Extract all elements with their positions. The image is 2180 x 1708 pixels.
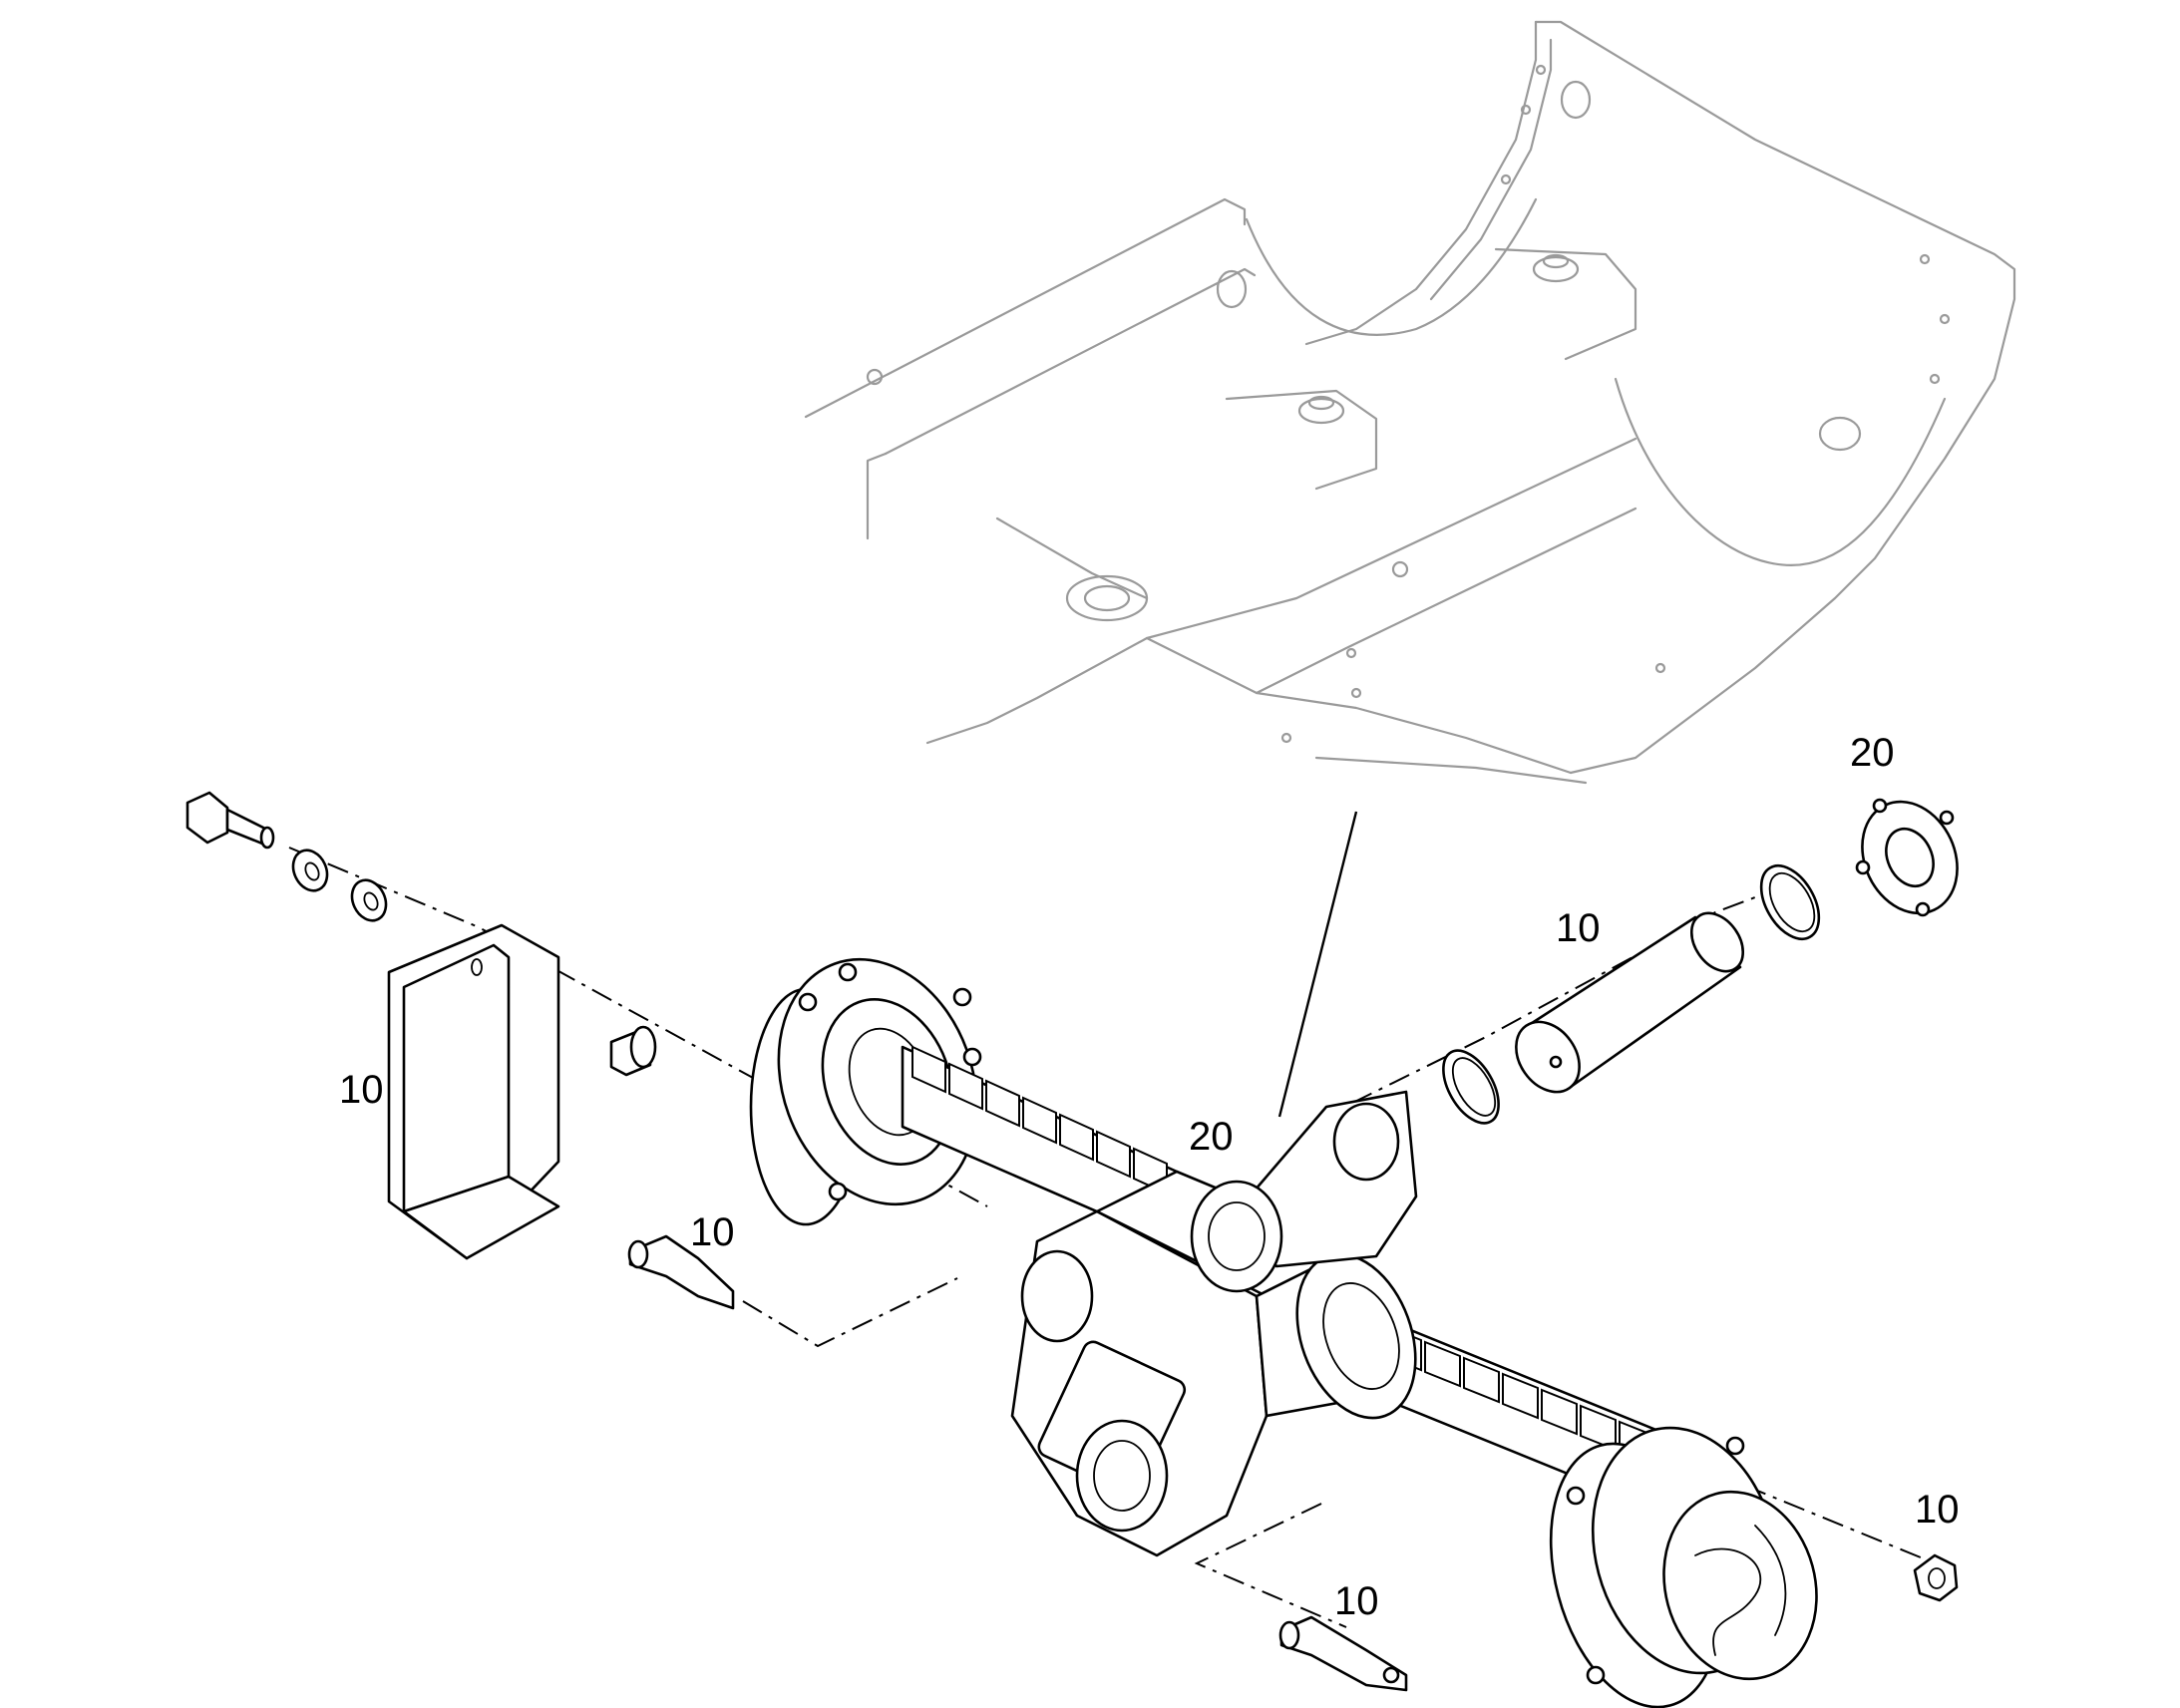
axle-assembly <box>749 957 1818 1708</box>
o-ring-right <box>1759 864 1821 940</box>
flange-callout: 20 <box>1850 731 1895 775</box>
nut-callout: 10 <box>1915 1488 1960 1532</box>
sensor-left <box>627 1234 735 1310</box>
flange <box>1855 798 1959 917</box>
pivot-pin <box>1515 911 1745 1094</box>
guard-plate <box>387 923 560 1260</box>
bolt <box>185 791 275 850</box>
frame-callout: 20 <box>1189 1115 1234 1159</box>
pin-callout: 10 <box>1556 906 1601 950</box>
bushing <box>609 1025 657 1077</box>
sensor-bottom <box>1278 1615 1408 1692</box>
washer-2 <box>350 878 388 922</box>
vehicle-frame <box>804 20 2016 785</box>
nut <box>1913 1553 1959 1602</box>
right-wheel-hub <box>1549 1426 1818 1708</box>
guard-callout: 10 <box>339 1068 384 1112</box>
sensor-bottom-callout: 10 <box>1334 1579 1379 1623</box>
o-ring-left <box>1442 1049 1500 1125</box>
left-tube-ribs <box>911 1045 1168 1196</box>
pivot-bracket <box>1190 1090 1418 1293</box>
frame-leader-line <box>1277 811 1358 1118</box>
sensor-left-callout: 10 <box>690 1210 735 1254</box>
washer-1 <box>291 849 329 892</box>
left-wheel-hub <box>749 957 982 1226</box>
